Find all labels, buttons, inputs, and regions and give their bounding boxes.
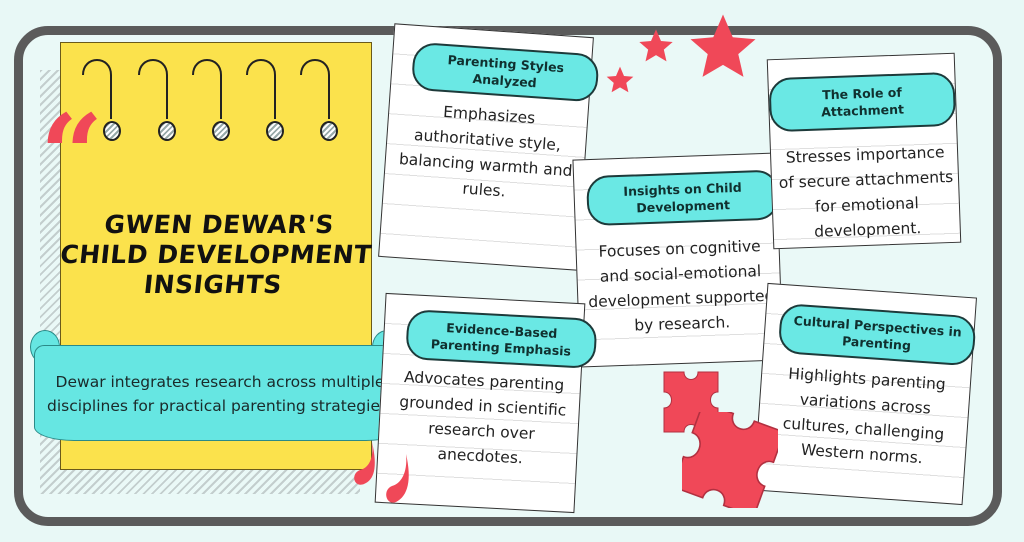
card-body: Highlights parenting variations across c… xyxy=(782,364,947,468)
card-parenting-styles: Parenting Styles Analyzed Emphasizes aut… xyxy=(378,23,600,271)
ring-hole xyxy=(266,121,284,141)
card-title: Parenting Styles Analyzed xyxy=(410,41,600,103)
music-note-icon xyxy=(354,442,409,503)
card-title: Insights on Child Development xyxy=(586,169,780,227)
card-body: Stresses importance of secure attachment… xyxy=(778,143,954,241)
quote-mark-icon: “ xyxy=(40,90,104,219)
star-icon xyxy=(639,29,673,62)
card-attachment: The Role of Attachment Stresses importan… xyxy=(766,52,962,250)
spiral-ring-icon xyxy=(192,59,222,119)
spiral-ring-icon xyxy=(82,59,112,119)
ring-hole xyxy=(320,121,338,141)
ring-hole xyxy=(212,121,230,141)
title-line: GWEN DEWAR'S xyxy=(103,210,336,239)
summary-text: Dewar integrates research across multipl… xyxy=(47,373,393,415)
ring-hole xyxy=(103,121,121,141)
title-line: CHILD DEVELOPMENT xyxy=(58,240,374,269)
spiral-ring-icon xyxy=(300,59,330,119)
spiral-ring-icon xyxy=(246,59,276,119)
star-icon xyxy=(690,14,756,77)
card-body: Emphasizes authoritative style, balancin… xyxy=(398,102,574,201)
page-title: GWEN DEWAR'S CHILD DEVELOPMENT INSIGHTS xyxy=(55,210,376,300)
summary-ribbon xyxy=(34,345,406,441)
card-cultural: Cultural Perspectives in Parenting Highl… xyxy=(753,282,977,506)
card-child-development: Insights on Child Development Focuses on… xyxy=(572,152,784,368)
card-title: Evidence-Based Parenting Emphasis xyxy=(405,309,598,369)
spiral-ring-icon xyxy=(138,59,168,119)
card-body: Focuses on cognitive and social-emotiona… xyxy=(588,237,775,335)
puzzle-piece-icon xyxy=(682,412,778,508)
card-title: Cultural Perspectives in Parenting xyxy=(777,302,977,367)
title-line: INSIGHTS xyxy=(142,270,284,299)
card-title: The Role of Attachment xyxy=(768,71,957,133)
star-icon xyxy=(606,66,634,93)
ring-hole xyxy=(158,121,176,141)
